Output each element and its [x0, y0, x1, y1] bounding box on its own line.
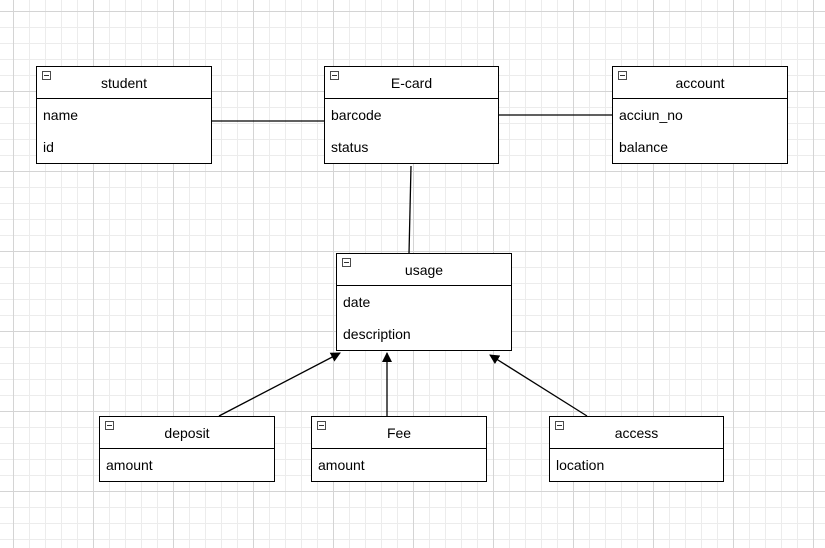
- entity-header: deposit: [100, 417, 274, 449]
- entity-header: E-card: [325, 67, 498, 99]
- entity-attribute: barcode: [331, 107, 382, 123]
- collapse-icon[interactable]: [42, 71, 51, 80]
- deposit-usage-arrow[interactable]: [218, 352, 341, 417]
- entity-attribute: id: [43, 139, 54, 155]
- entity-fee[interactable]: Fee amount: [311, 416, 487, 482]
- access-usage-arrow[interactable]: [489, 354, 588, 417]
- entity-ecard[interactable]: E-card barcode status: [324, 66, 499, 164]
- entity-header: account: [613, 67, 787, 99]
- entity-usage[interactable]: usage date description: [336, 253, 512, 351]
- entity-header: student: [37, 67, 211, 99]
- entity-title: deposit: [164, 425, 210, 441]
- entity-attribute: amount: [318, 457, 365, 473]
- collapse-icon[interactable]: [105, 421, 114, 430]
- entity-attribute: name: [43, 107, 79, 123]
- entity-attribute: acciun_no: [619, 107, 683, 123]
- entity-title: Fee: [386, 425, 412, 441]
- collapse-icon[interactable]: [317, 421, 326, 430]
- entity-student[interactable]: student name id: [36, 66, 212, 164]
- entity-access[interactable]: access location: [549, 416, 724, 482]
- entity-attribute: status: [331, 139, 369, 155]
- collapse-icon[interactable]: [342, 258, 351, 267]
- collapse-icon[interactable]: [555, 421, 564, 430]
- entity-deposit[interactable]: deposit amount: [99, 416, 275, 482]
- collapse-icon[interactable]: [618, 71, 627, 80]
- entity-title: usage: [404, 262, 444, 278]
- entity-attribute: balance: [619, 139, 669, 155]
- entity-header: access: [550, 417, 723, 449]
- entity-attribute: amount: [106, 457, 153, 473]
- entity-title: E-card: [390, 75, 433, 91]
- entity-header: usage: [337, 254, 511, 286]
- entity-attribute: location: [556, 457, 605, 473]
- entity-title: student: [101, 75, 147, 91]
- entity-header: Fee: [312, 417, 486, 449]
- collapse-icon[interactable]: [330, 71, 339, 80]
- entity-attribute: description: [343, 326, 411, 342]
- entity-account[interactable]: account acciun_no balance: [612, 66, 788, 164]
- entity-attribute: date: [343, 294, 371, 310]
- ecard-usage-link[interactable]: [408, 165, 412, 255]
- entity-title: access: [614, 425, 659, 441]
- entity-title: account: [675, 75, 725, 91]
